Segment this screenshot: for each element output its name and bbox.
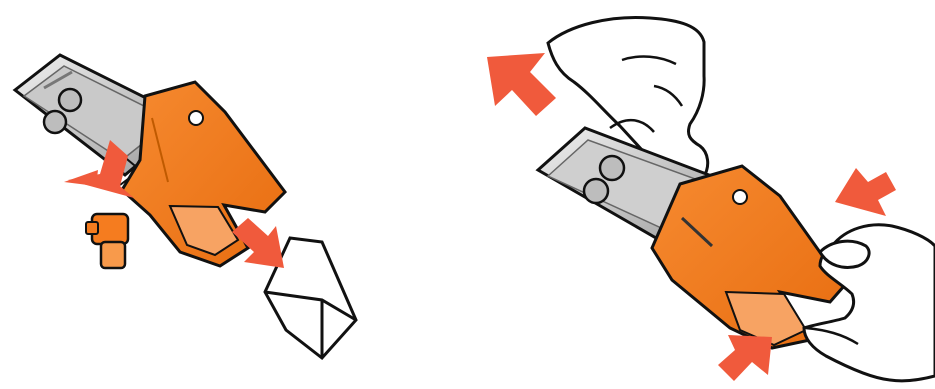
arrow-left-icon (835, 168, 896, 216)
small-cap-icon (86, 214, 128, 268)
right-panel (487, 17, 935, 381)
arrow-up-icon (718, 335, 772, 381)
left-panel (15, 55, 356, 358)
arrow-up-left-icon (487, 53, 556, 116)
orange-clip-icon (652, 166, 844, 348)
hand-bottom-icon (804, 225, 935, 381)
